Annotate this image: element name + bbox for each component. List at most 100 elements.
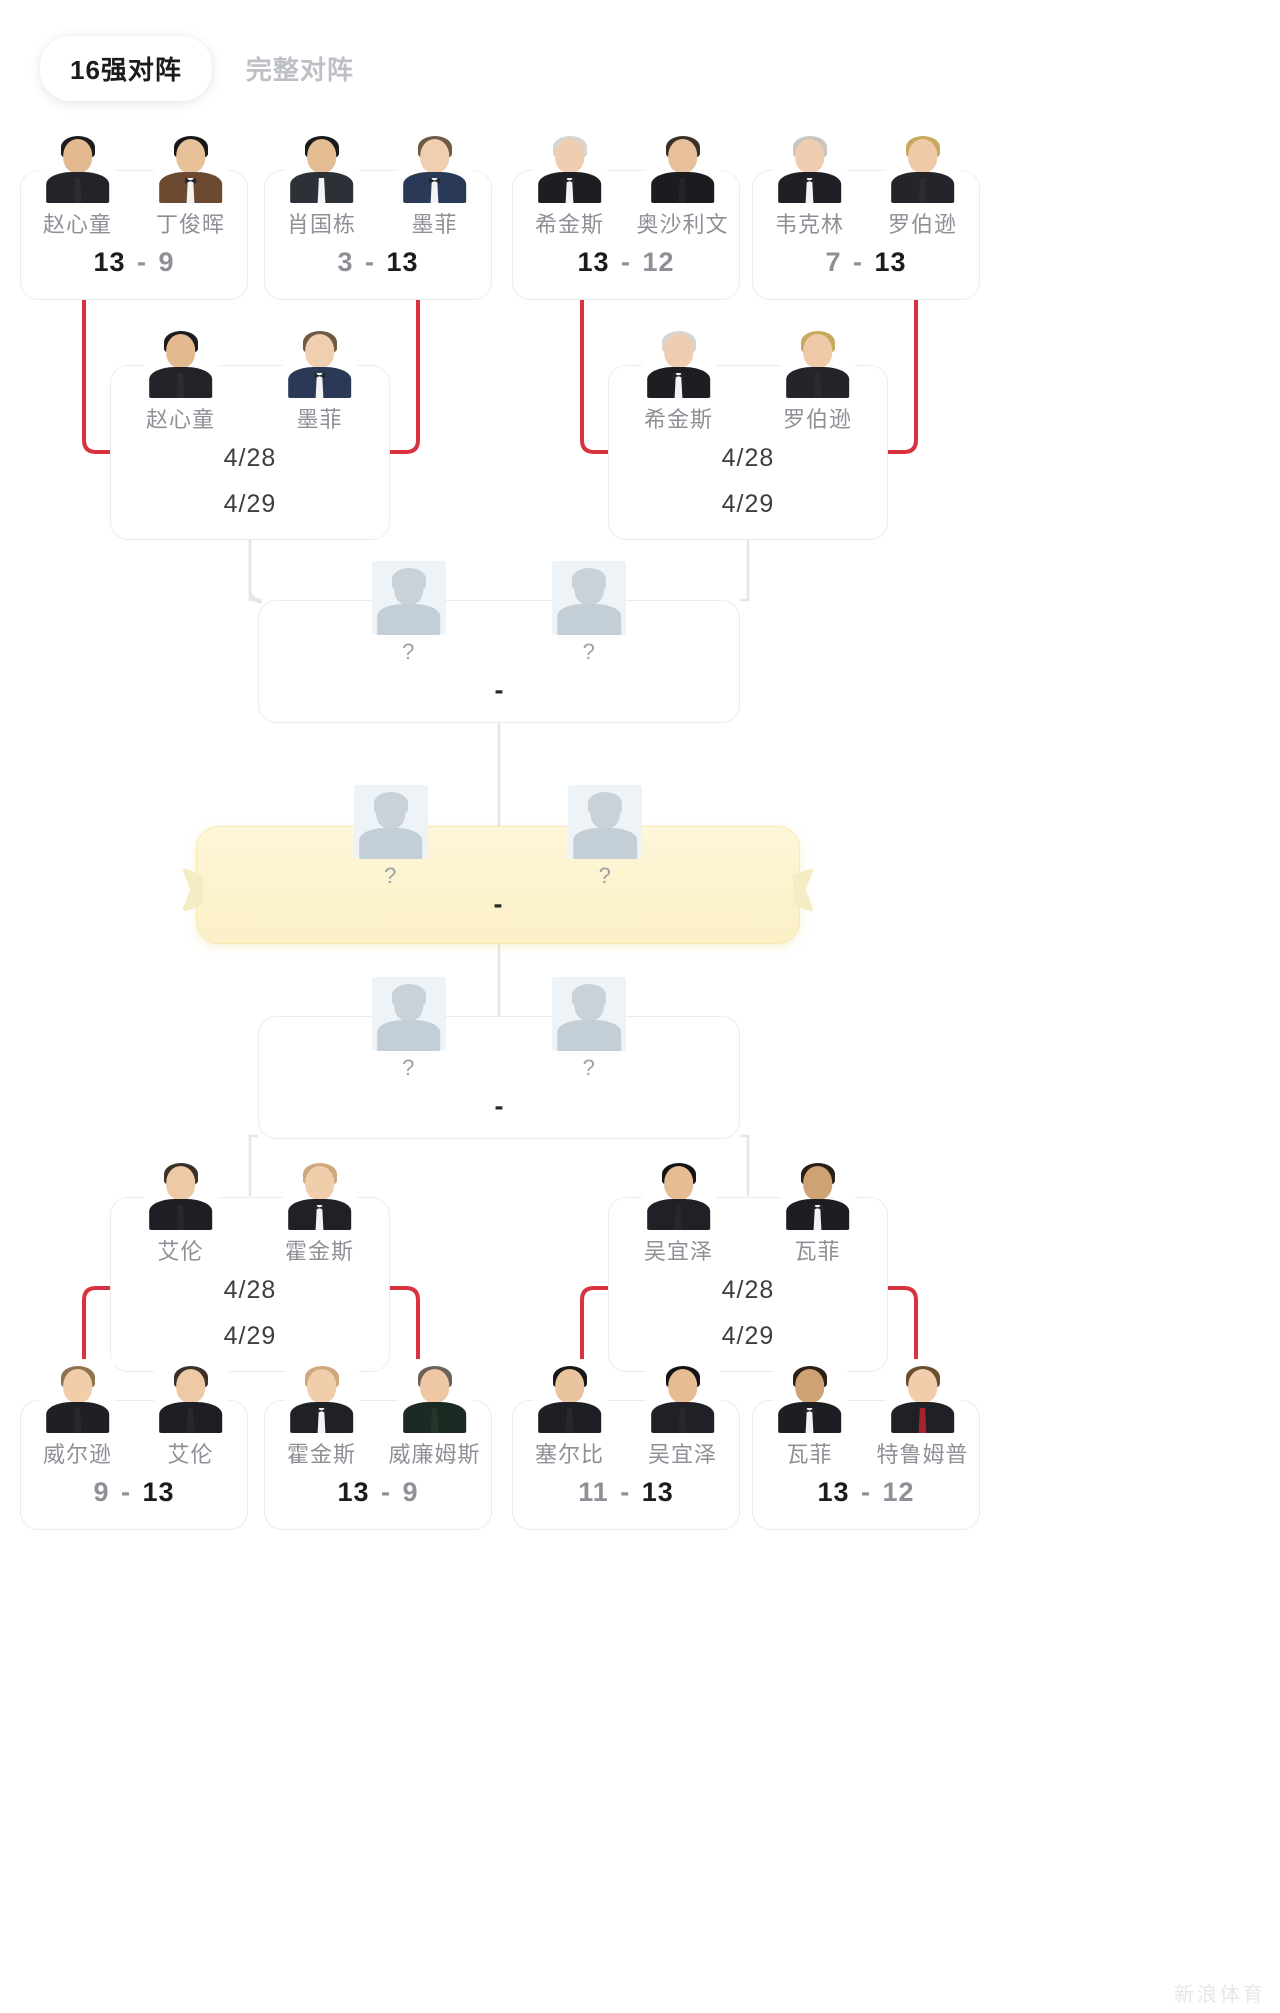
score-left: 3 <box>337 247 354 277</box>
match-card-qf-3[interactable]: 艾伦 霍金斯 4/28 4/29 <box>110 1156 390 1372</box>
player-unknown-avatar <box>353 785 428 859</box>
player-name: 吴宜泽 <box>647 1442 717 1467</box>
match-score: 13 - 9 <box>265 1477 491 1508</box>
match-date-1: 4/28 <box>721 1276 775 1304</box>
player-slot-right: ? <box>515 561 663 665</box>
match-score: 13 - 12 <box>513 247 739 278</box>
match-score: 3 - 13 <box>265 247 491 278</box>
player-slot-right: 艾伦 <box>140 1359 242 1469</box>
match-card-qf-4[interactable]: 吴宜泽 瓦菲 4/28 4/29 <box>608 1156 888 1372</box>
player-name: 塞尔比 <box>534 1442 604 1467</box>
player-slot-left: 赵心童 <box>27 129 129 239</box>
score-left: 7 <box>825 247 842 277</box>
player-higgins-avatar <box>532 129 607 203</box>
player-hawkins-avatar <box>282 1156 357 1230</box>
player-slot-left: ? <box>335 561 483 665</box>
view-tabs: 16强对阵 完整对阵 <box>40 36 384 101</box>
player-zhao-xintong-avatar <box>40 129 115 203</box>
ribbon-right-decoration <box>793 867 815 913</box>
match-score: - <box>494 675 504 705</box>
match-card-final[interactable]: ? ? - <box>181 785 815 944</box>
match-date-1: 4/28 <box>721 444 775 472</box>
player-selby-avatar <box>532 1359 607 1433</box>
player-name: 特鲁姆普 <box>876 1442 969 1467</box>
player-name: ? <box>384 863 398 888</box>
player-name: 墨菲 <box>411 212 458 237</box>
score-separator: - <box>120 1477 131 1507</box>
player-slot-right: 威廉姆斯 <box>384 1359 486 1469</box>
match-score: 9 - 13 <box>21 1477 247 1508</box>
player-name: 威廉姆斯 <box>388 1442 481 1467</box>
match-card-r16-2[interactable]: 肖国栋 墨菲 3 - 13 <box>264 129 492 300</box>
player-murphy-avatar <box>282 324 357 398</box>
match-card-sf-top[interactable]: ? ? - <box>258 561 740 723</box>
match-card-r16-1[interactable]: 赵心童 丁俊晖 13 - 9 <box>20 129 248 300</box>
player-williams-avatar <box>397 1359 472 1433</box>
player-name: ? <box>402 1055 416 1080</box>
score-separator: - <box>137 247 147 277</box>
score-separator: - <box>364 247 375 277</box>
player-allen-avatar <box>153 1359 228 1433</box>
score-right: 9 <box>402 1477 419 1507</box>
player-slot-right: ? <box>518 785 694 889</box>
player-name: ? <box>582 639 596 664</box>
player-name: 威尔逊 <box>42 1442 112 1467</box>
match-card-r16-6[interactable]: 霍金斯 威廉姆斯 13 - 9 <box>264 1359 492 1530</box>
match-date-2: 4/29 <box>223 490 277 518</box>
match-card-r16-8[interactable]: 瓦菲 特鲁姆普 13 - 12 <box>752 1359 980 1530</box>
match-card-qf-2[interactable]: 希金斯 罗伯逊 4/28 4/29 <box>608 324 888 540</box>
player-name: 瓦菲 <box>794 1239 841 1264</box>
player-slot-left: 赵心童 <box>118 324 243 434</box>
ribbon-left-decoration <box>181 867 203 913</box>
site-watermark: 新浪体育 <box>1174 1984 1266 2006</box>
player-slot-right: 吴宜泽 <box>632 1359 734 1469</box>
player-name: 艾伦 <box>167 1442 214 1467</box>
player-slot-left: 瓦菲 <box>759 1359 861 1469</box>
score-left: 9 <box>93 1477 110 1507</box>
player-name: ? <box>402 639 416 664</box>
player-name: ? <box>598 863 612 888</box>
score-right: 13 <box>874 247 907 277</box>
player-slot-right: 墨菲 <box>257 324 382 434</box>
player-slot-right: 霍金斯 <box>257 1156 382 1266</box>
tab-round-of-16[interactable]: 16强对阵 <box>40 36 212 101</box>
player-slot-left: ? <box>335 977 483 1081</box>
player-unknown-avatar <box>552 977 627 1051</box>
player-slot-right: 罗伯逊 <box>872 129 974 239</box>
match-card-r16-5[interactable]: 威尔逊 艾伦 9 - 13 <box>20 1359 248 1530</box>
player-vafaei-avatar <box>772 1359 847 1433</box>
player-name: 罗伯逊 <box>782 407 852 432</box>
player-slot-left: 希金斯 <box>616 324 741 434</box>
player-slot-left: 霍金斯 <box>271 1359 373 1469</box>
player-slot-right: 特鲁姆普 <box>872 1359 974 1469</box>
player-name: 吴宜泽 <box>643 1239 713 1264</box>
score-right: 12 <box>642 247 675 277</box>
score-left: 13 <box>817 1477 850 1507</box>
player-ding-junhui-avatar <box>153 129 228 203</box>
player-wakelin-avatar <box>772 129 847 203</box>
match-date-2: 4/29 <box>223 1322 277 1350</box>
match-card-r16-7[interactable]: 塞尔比 吴宜泽 11 - 13 <box>512 1359 740 1530</box>
match-card-qf-1[interactable]: 赵心童 墨菲 4/28 4/29 <box>110 324 390 540</box>
score-left: 13 <box>337 1477 370 1507</box>
player-xiao-guodong-avatar <box>284 129 359 203</box>
tab-full-bracket[interactable]: 完整对阵 <box>245 55 354 85</box>
player-name: 希金斯 <box>643 407 713 432</box>
player-name: 霍金斯 <box>284 1239 354 1264</box>
player-vafaei-avatar <box>780 1156 855 1230</box>
match-card-r16-4[interactable]: 韦克林 罗伯逊 7 - 13 <box>752 129 980 300</box>
player-slot-left: 肖国栋 <box>271 129 373 239</box>
player-unknown-avatar <box>568 785 643 859</box>
match-score: 13 - 12 <box>753 1477 979 1508</box>
score-separator: - <box>620 1477 631 1507</box>
score-right: 13 <box>641 1477 674 1507</box>
player-higgins-avatar <box>641 324 716 398</box>
score-separator: - <box>861 1477 871 1507</box>
match-card-r16-3[interactable]: 希金斯 奥沙利文 13 - 12 <box>512 129 740 300</box>
match-score: 13 - 9 <box>21 247 247 278</box>
match-card-sf-bottom[interactable]: ? ? - <box>258 977 740 1139</box>
player-slot-left: 威尔逊 <box>27 1359 129 1469</box>
player-allen-avatar <box>143 1156 218 1230</box>
player-name: 赵心童 <box>42 212 112 237</box>
